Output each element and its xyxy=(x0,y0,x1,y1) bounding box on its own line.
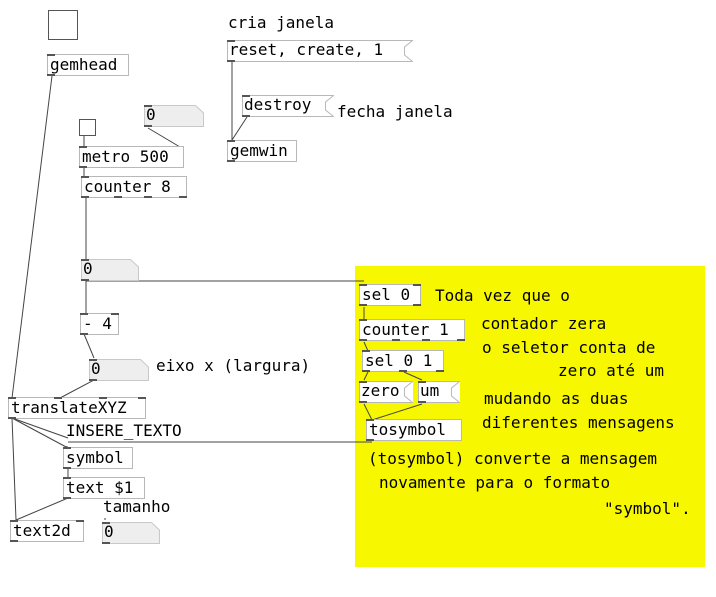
symbol-label: symbol xyxy=(66,448,124,467)
metro-object[interactable]: metro 500 xyxy=(79,146,184,168)
tosymbol-comment-line2: novamente para o formato xyxy=(379,473,611,492)
counter8-label: counter 8 xyxy=(84,177,171,196)
eixo-number-box[interactable]: 0 xyxy=(89,359,149,381)
text-object[interactable]: text $1 xyxy=(63,477,145,499)
create-message-label: reset, create, 1 xyxy=(229,40,384,59)
cord-translate-text2d xyxy=(11,417,17,521)
diferentes-comment: diferentes mensagens xyxy=(482,413,675,432)
metro-label: metro 500 xyxy=(82,147,169,166)
tamanho-comment: tamanho xyxy=(103,497,171,516)
gemhead-toggle[interactable] xyxy=(48,10,78,40)
eixo-comment: eixo x (largura) xyxy=(156,356,311,375)
cord-gemhead-translate xyxy=(11,75,53,399)
text-label: text $1 xyxy=(66,478,134,497)
eixo-number-value: 0 xyxy=(91,359,101,378)
cria-janela-comment: cria janela xyxy=(228,13,334,32)
fecha-janela-comment: fecha janela xyxy=(337,102,453,121)
tamanho-number-box[interactable]: 0 xyxy=(102,522,160,544)
destroy-message[interactable]: destroy xyxy=(242,95,334,117)
tosymbol-label: tosymbol xyxy=(369,420,447,439)
text2d-object[interactable]: text2d xyxy=(10,520,84,542)
zero-message[interactable]: zero xyxy=(359,381,413,403)
metro-number-box[interactable]: 0 xyxy=(144,105,204,127)
um-message-label: um xyxy=(420,381,440,400)
zero-message-label: zero xyxy=(361,381,400,400)
subtract-label: - 4 xyxy=(83,314,112,333)
metro-toggle[interactable] xyxy=(79,119,96,136)
cord-text-text2d xyxy=(15,497,69,521)
translateXYZ-label: translateXYZ xyxy=(11,398,127,417)
sel0-object[interactable]: sel 0 xyxy=(359,284,421,306)
yellow-comment-canvas xyxy=(355,266,705,567)
counter-number-box[interactable]: 0 xyxy=(81,259,139,281)
mudando-comment: mudando as duas xyxy=(484,389,629,408)
contador-comment: contador zera xyxy=(481,314,607,333)
counter8-object[interactable]: counter 8 xyxy=(81,176,187,198)
destroy-message-label: destroy xyxy=(244,95,312,114)
symbol-object[interactable]: symbol xyxy=(63,447,133,469)
counter1-object[interactable]: counter 1 xyxy=(359,319,465,341)
translateXYZ-object[interactable]: translateXYZ xyxy=(8,397,146,419)
tamanho-number-value: 0 xyxy=(104,522,114,541)
text2d-label: text2d xyxy=(13,521,71,540)
um-message[interactable]: um xyxy=(418,381,460,403)
sel01-object[interactable]: sel 0 1 xyxy=(362,350,444,372)
insere-texto-comment: INSERE_TEXTO xyxy=(66,421,182,440)
gemhead-object[interactable]: gemhead xyxy=(47,54,129,76)
gemhead-label: gemhead xyxy=(50,55,118,74)
tosymbol-comment-line1: (tosymbol) converte a mensagem xyxy=(368,449,657,468)
tosymbol-comment-line3: "symbol". xyxy=(604,499,691,518)
metro-number-value: 0 xyxy=(146,105,156,124)
zero-ate-comment: zero até um xyxy=(558,361,664,380)
cord-translate-symbol xyxy=(11,417,69,449)
sel01-label: sel 0 1 xyxy=(365,351,433,370)
subtract-object[interactable]: - 4 xyxy=(80,313,119,335)
tosymbol-object[interactable]: tosymbol xyxy=(366,419,462,441)
counter1-label: counter 1 xyxy=(362,320,449,339)
toda-vez-comment: Toda vez que o xyxy=(435,286,570,305)
create-message[interactable]: reset, create, 1 xyxy=(227,40,413,62)
counter-number-value: 0 xyxy=(83,259,93,278)
gemwin-object[interactable]: gemwin xyxy=(227,140,297,162)
sel0-label: sel 0 xyxy=(362,285,411,304)
gemwin-label: gemwin xyxy=(230,141,288,160)
seletor-comment: o seletor conta de xyxy=(482,338,656,357)
